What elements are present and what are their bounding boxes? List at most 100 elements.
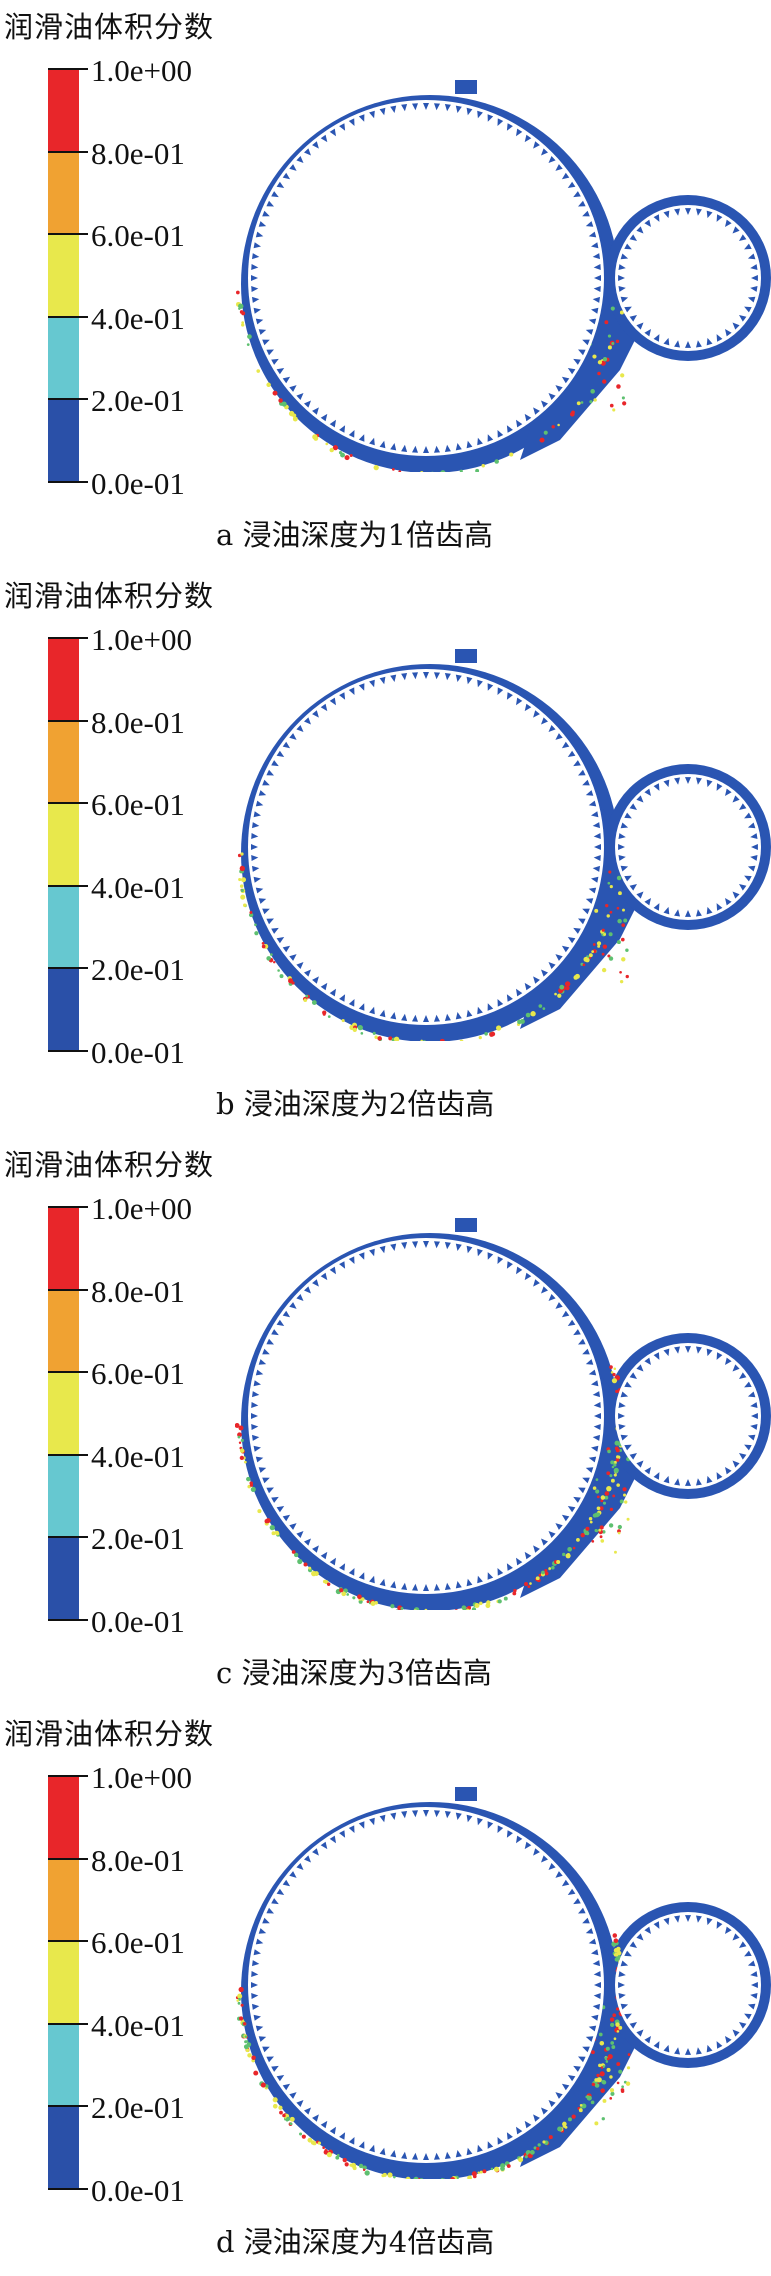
oil-speckle — [607, 914, 610, 917]
oil-speckle — [474, 1603, 479, 1608]
big-gear-interior — [248, 1238, 604, 1594]
oil-speckle — [602, 953, 605, 956]
oil-speckle — [308, 1567, 311, 1570]
colorbar-tick — [48, 316, 88, 318]
oil-speckle — [525, 2155, 528, 2158]
oil-speckle — [617, 919, 622, 924]
oil-speckle — [328, 1015, 331, 1018]
oil-speckle — [597, 1495, 600, 1498]
oil-speckle — [240, 852, 243, 855]
oil-speckle — [377, 1036, 382, 1041]
oil-speckle — [551, 425, 554, 428]
oil-speckle — [484, 1032, 488, 1036]
oil-speckle — [614, 2037, 617, 2040]
oil-speckle — [591, 2050, 595, 2054]
colorbar-tick-label: 4.0e-01 — [91, 1441, 185, 1472]
oil-speckle — [241, 2004, 244, 2007]
oil-speckle — [363, 2169, 365, 2171]
oil-speckle — [324, 2149, 327, 2152]
oil-speckle — [256, 369, 260, 373]
oil-speckle — [609, 2097, 612, 2100]
oil-speckle — [612, 1373, 615, 1376]
oil-speckle — [622, 401, 626, 405]
colorbar-tick — [48, 1619, 88, 1621]
oil-speckle — [482, 2169, 486, 2173]
housing-vent — [455, 1218, 477, 1232]
oil-speckle — [616, 1455, 619, 1458]
colorbar-tick-label: 8.0e-01 — [91, 1845, 185, 1876]
oil-speckle — [619, 971, 622, 974]
oil-speckle — [606, 1486, 611, 1491]
colorbar-tick — [48, 1858, 88, 1860]
housing-vent — [455, 80, 477, 94]
oil-speckle — [279, 2111, 283, 2115]
colorbar-segment — [48, 638, 79, 721]
oil-speckle — [507, 2164, 511, 2168]
oil-speckle — [312, 1000, 317, 1005]
oil-speckle — [273, 391, 278, 396]
oil-speckle — [600, 1539, 604, 1543]
oil-speckle — [605, 1491, 610, 1496]
oil-speckle — [346, 1593, 349, 1596]
colorbar-segment — [48, 1859, 79, 1942]
colorbar-tick — [48, 233, 88, 235]
colorbar-tick-label: 8.0e-01 — [91, 138, 185, 169]
oil-speckle — [617, 2030, 620, 2033]
colorbar-tick — [48, 1371, 88, 1373]
oil-speckle — [613, 1367, 616, 1370]
colorbar-tick-label: 6.0e-01 — [91, 789, 185, 820]
oil-speckle — [618, 891, 622, 895]
colorbar-tick — [48, 802, 88, 804]
colorbar-title: 润滑油体积分数 — [4, 4, 214, 46]
oil-speckle — [542, 1007, 545, 1010]
oil-speckle — [603, 933, 606, 936]
colorbar-tick — [48, 1454, 88, 1456]
oil-speckle — [367, 1600, 370, 1603]
panel-c: 润滑油体积分数 1.0e+00 8.0e-01 6.0e-01 4.0e-01 … — [0, 1138, 771, 1707]
oil-speckle — [589, 953, 593, 957]
oil-speckle — [524, 1582, 528, 1586]
oil-speckle — [371, 1601, 376, 1606]
colorbar-segment — [48, 968, 79, 1051]
oil-speckle — [610, 885, 613, 888]
oil-speckle — [627, 1518, 630, 1521]
oil-speckle — [318, 2142, 321, 2145]
oil-speckle — [292, 1550, 296, 1554]
colorbar-title: 润滑油体积分数 — [4, 1711, 214, 1753]
colorbar-tick — [48, 2105, 88, 2107]
oil-speckle — [325, 443, 328, 446]
oil-speckle — [581, 1533, 585, 1537]
colorbar-segment — [48, 721, 79, 804]
oil-speckle — [601, 2080, 605, 2084]
small-gear-interior — [615, 1343, 761, 1489]
oil-speckle — [620, 373, 624, 377]
oil-speckle — [485, 1603, 490, 1608]
colorbar-tick — [48, 151, 88, 153]
oil-speckle — [545, 1572, 549, 1576]
oil-speckle — [349, 2164, 352, 2167]
colorbar-segment — [48, 317, 79, 400]
oil-speckle — [565, 981, 570, 986]
oil-speckle — [608, 345, 612, 349]
colorbar-tick-label: 4.0e-01 — [91, 2010, 185, 2041]
oil-speckle — [536, 2147, 539, 2150]
oil-speckle — [477, 2171, 479, 2173]
oil-speckle — [343, 2158, 347, 2162]
oil-speckle — [610, 2041, 614, 2045]
oil-speckle — [345, 2162, 349, 2166]
colorbar — [48, 1207, 79, 1620]
oil-speckle — [241, 877, 246, 882]
oil-speckle — [245, 2035, 248, 2038]
oil-speckle — [611, 306, 615, 310]
oil-speckle — [610, 2088, 614, 2092]
oil-speckle — [240, 310, 244, 314]
colorbar-tick-label: 2.0e-01 — [91, 954, 185, 985]
panel-caption: b 浸油深度为2倍齿高 — [216, 1081, 494, 1123]
oil-speckle — [580, 2104, 583, 2107]
oil-speckle — [602, 379, 606, 383]
oil-speckle — [608, 870, 611, 873]
oil-speckle — [597, 372, 601, 376]
oil-speckle — [628, 2053, 631, 2056]
oil-speckle — [623, 919, 627, 923]
oil-speckle — [286, 2117, 290, 2121]
